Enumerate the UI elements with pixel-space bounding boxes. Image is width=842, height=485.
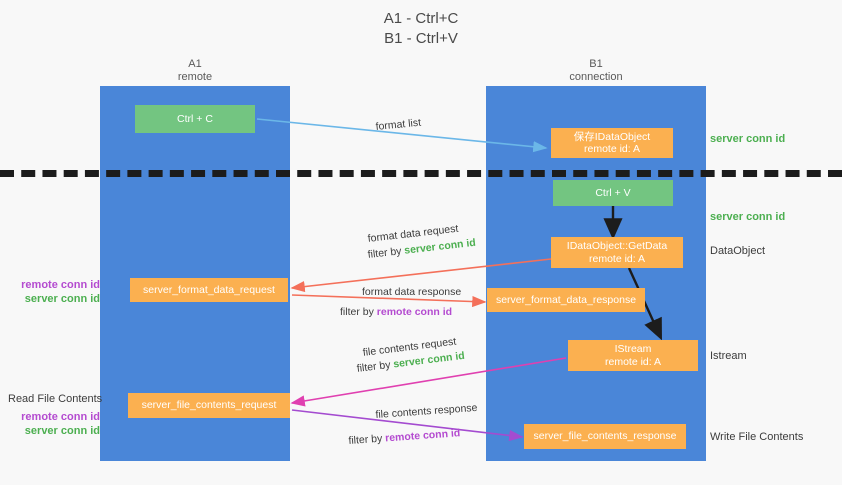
left-label-group-1: remote conn id server conn id xyxy=(10,278,100,306)
box-server-file-contents-request[interactable]: server_file_contents_request xyxy=(128,393,290,418)
left-label-group-2: remote conn id server conn id xyxy=(10,410,100,438)
arrow-file-contents-response xyxy=(291,409,524,442)
box-server-file-contents-response-line1: server_file_contents_response xyxy=(533,430,677,443)
box-server-format-data-request[interactable]: server_format_data_request xyxy=(130,278,288,302)
box-ctrl-c-line1: Ctrl + C xyxy=(177,112,213,125)
box-save-idataobject-line1: 保存IDataObject xyxy=(573,130,651,143)
left-label-remote-conn-id-2: remote conn id xyxy=(21,411,100,423)
arrow-format-data-request xyxy=(290,258,552,293)
box-idataobject-getdata-line2: remote id: A xyxy=(588,252,646,265)
left-label-server-conn-id-1: server conn id xyxy=(24,293,100,305)
box-istream[interactable]: IStream remote id: A xyxy=(568,340,698,371)
box-ctrl-v[interactable]: Ctrl + V xyxy=(553,180,673,206)
box-save-idataobject[interactable]: 保存IDataObject remote id: A xyxy=(551,128,673,158)
arrow-file-contents-request xyxy=(290,357,567,407)
box-ctrl-c[interactable]: Ctrl + C xyxy=(135,105,255,133)
box-server-format-data-request-line1: server_format_data_request xyxy=(143,283,275,296)
left-label-read-file-contents: Read File Contents xyxy=(8,393,103,405)
column-header-b1: B1 connection xyxy=(486,58,706,84)
box-ctrl-v-line1: Ctrl + V xyxy=(595,186,631,199)
title-line-2: B1 - Ctrl+V xyxy=(384,30,458,47)
column-header-a1: A1 remote xyxy=(100,58,290,84)
label-format-data-response: format data response xyxy=(362,286,462,298)
label-filter-format-data-response: filter by remote conn id xyxy=(340,305,452,319)
box-save-idataobject-line2: remote id: A xyxy=(583,143,641,155)
left-label-remote-conn-id-1: remote conn id xyxy=(21,279,100,291)
box-server-format-data-response[interactable]: server_format_data_response xyxy=(487,288,645,312)
title-line-1: A1 - Ctrl+C xyxy=(383,10,459,27)
box-server-file-contents-response[interactable]: server_file_contents_response xyxy=(524,424,686,449)
arrow-format-data-response xyxy=(291,294,487,308)
column-a1-name: A1 xyxy=(188,58,202,70)
column-b1-role: connection xyxy=(569,71,623,83)
column-b1-name: B1 xyxy=(589,58,603,70)
right-label-write-file-contents: Write File Contents xyxy=(710,431,804,443)
page-title: A1 - Ctrl+C B1 - Ctrl+V xyxy=(0,9,842,49)
filter-prefix: filter by xyxy=(340,306,377,318)
arrow-format-list xyxy=(256,118,548,153)
left-label-server-conn-id-2: server conn id xyxy=(24,425,100,437)
right-label-istream: Istream xyxy=(710,350,747,362)
box-server-format-data-response-line1: server_format_data_response xyxy=(495,293,637,306)
filter-value-remote-conn-id: remote conn id xyxy=(376,306,453,318)
box-idataobject-getdata[interactable]: IDataObject::GetData remote id: A xyxy=(551,237,683,268)
right-label-server-conn-id-1: server conn id xyxy=(710,133,786,145)
box-idataobject-getdata-line1: IDataObject::GetData xyxy=(566,240,668,252)
right-label-server-conn-id-2: server conn id xyxy=(710,211,786,223)
phase-divider xyxy=(0,170,842,177)
filter-prefix: filter by xyxy=(348,432,386,447)
box-server-file-contents-request-line1: server_file_contents_request xyxy=(141,399,277,412)
box-istream-line2: remote id: A xyxy=(604,355,662,368)
column-a1-role: remote xyxy=(177,71,213,83)
right-label-dataobject: DataObject xyxy=(710,245,766,257)
box-istream-line1: IStream xyxy=(614,343,652,355)
